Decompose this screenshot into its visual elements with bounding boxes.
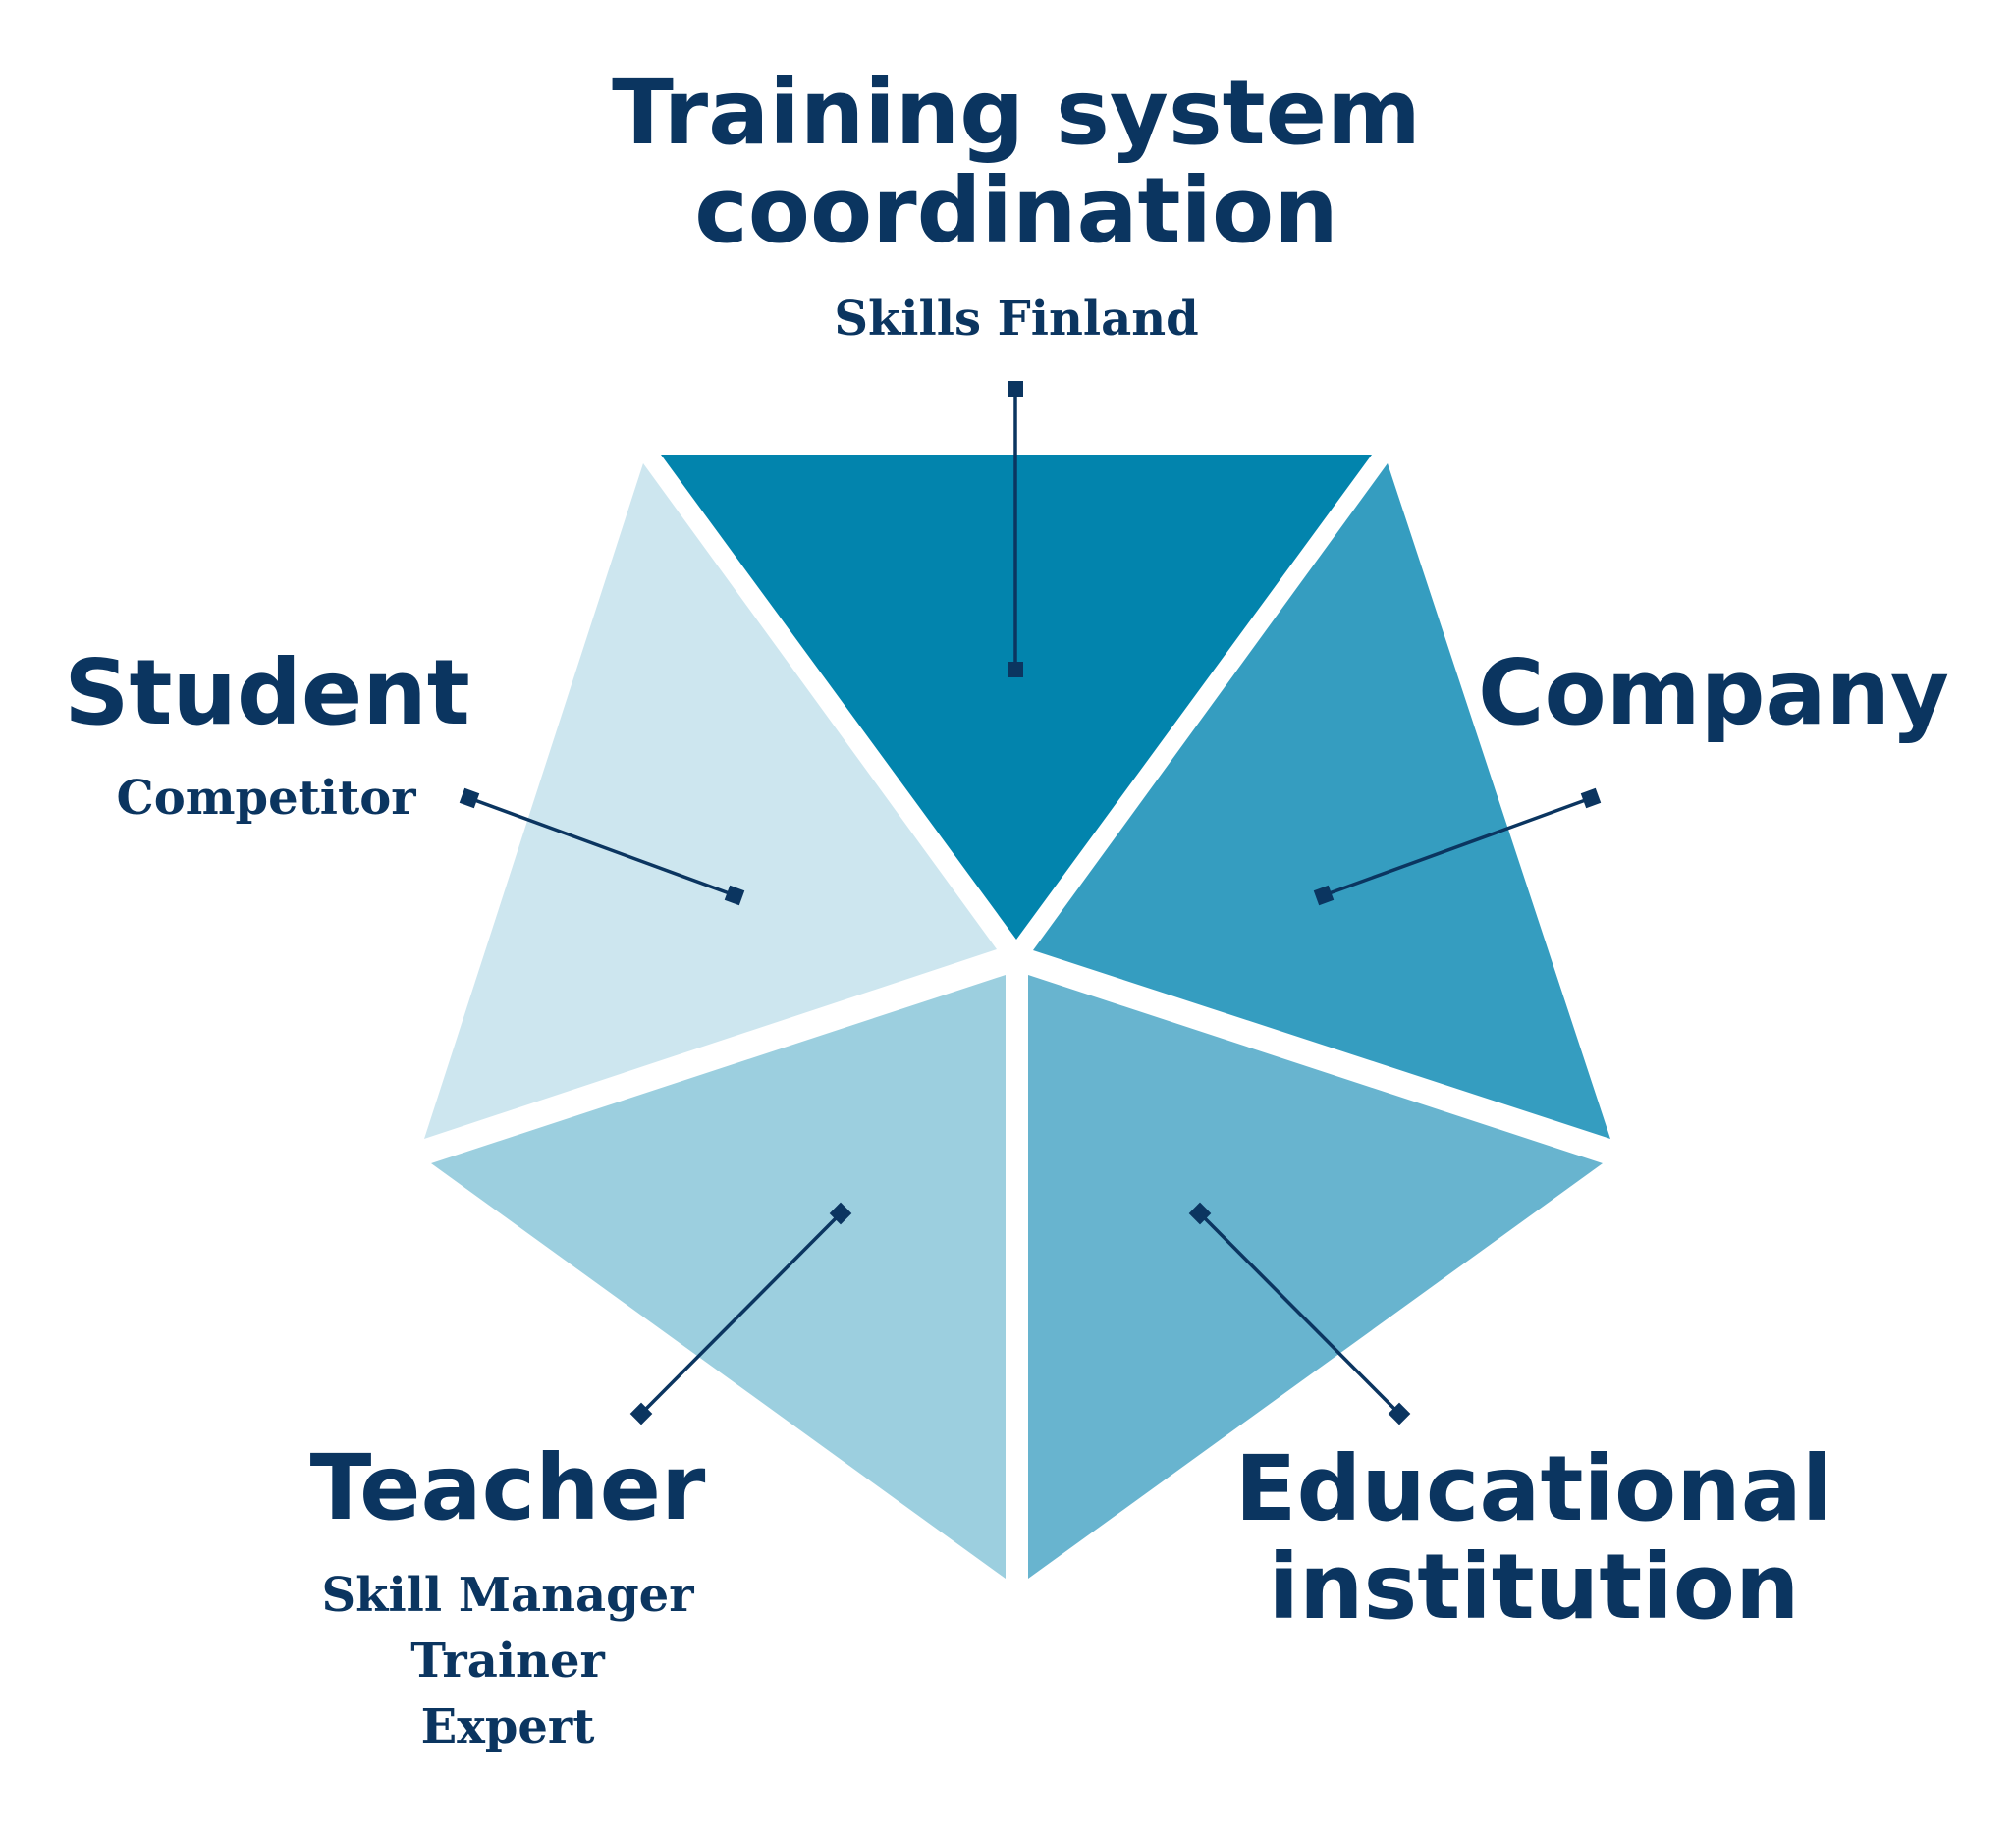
connector-education (1188, 1202, 1411, 1425)
segment-teacher (431, 975, 1006, 1579)
education-title-line-2: institution (1269, 1534, 1800, 1640)
connector-company (1313, 787, 1602, 906)
teacher-subtitle-line-1: Skill Manager (322, 1568, 695, 1623)
teacher-title: Teacher (310, 1435, 706, 1540)
coordination-title-line-2: coordination (694, 158, 1338, 263)
coordination-subtitle: Skills Finland (834, 292, 1198, 347)
connector-coordination (1008, 381, 1023, 677)
education-title-line-1: Educational (1235, 1436, 1833, 1541)
teacher-subtitle-line-2: Trainer (410, 1634, 605, 1689)
student-subtitle: Competitor (117, 771, 417, 826)
student-title: Student (64, 640, 469, 745)
segment-educational-institution (1028, 975, 1603, 1579)
segment-company (1033, 463, 1610, 1139)
teacher-subtitle-line-3: Expert (421, 1699, 595, 1754)
segment-training-system-coordination (661, 455, 1372, 940)
coordination-title-line-1: Training system (612, 60, 1421, 165)
connector-teacher (629, 1202, 852, 1425)
company-title: Company (1478, 640, 1949, 745)
segment-student (424, 463, 997, 1139)
connector-student (459, 787, 745, 906)
